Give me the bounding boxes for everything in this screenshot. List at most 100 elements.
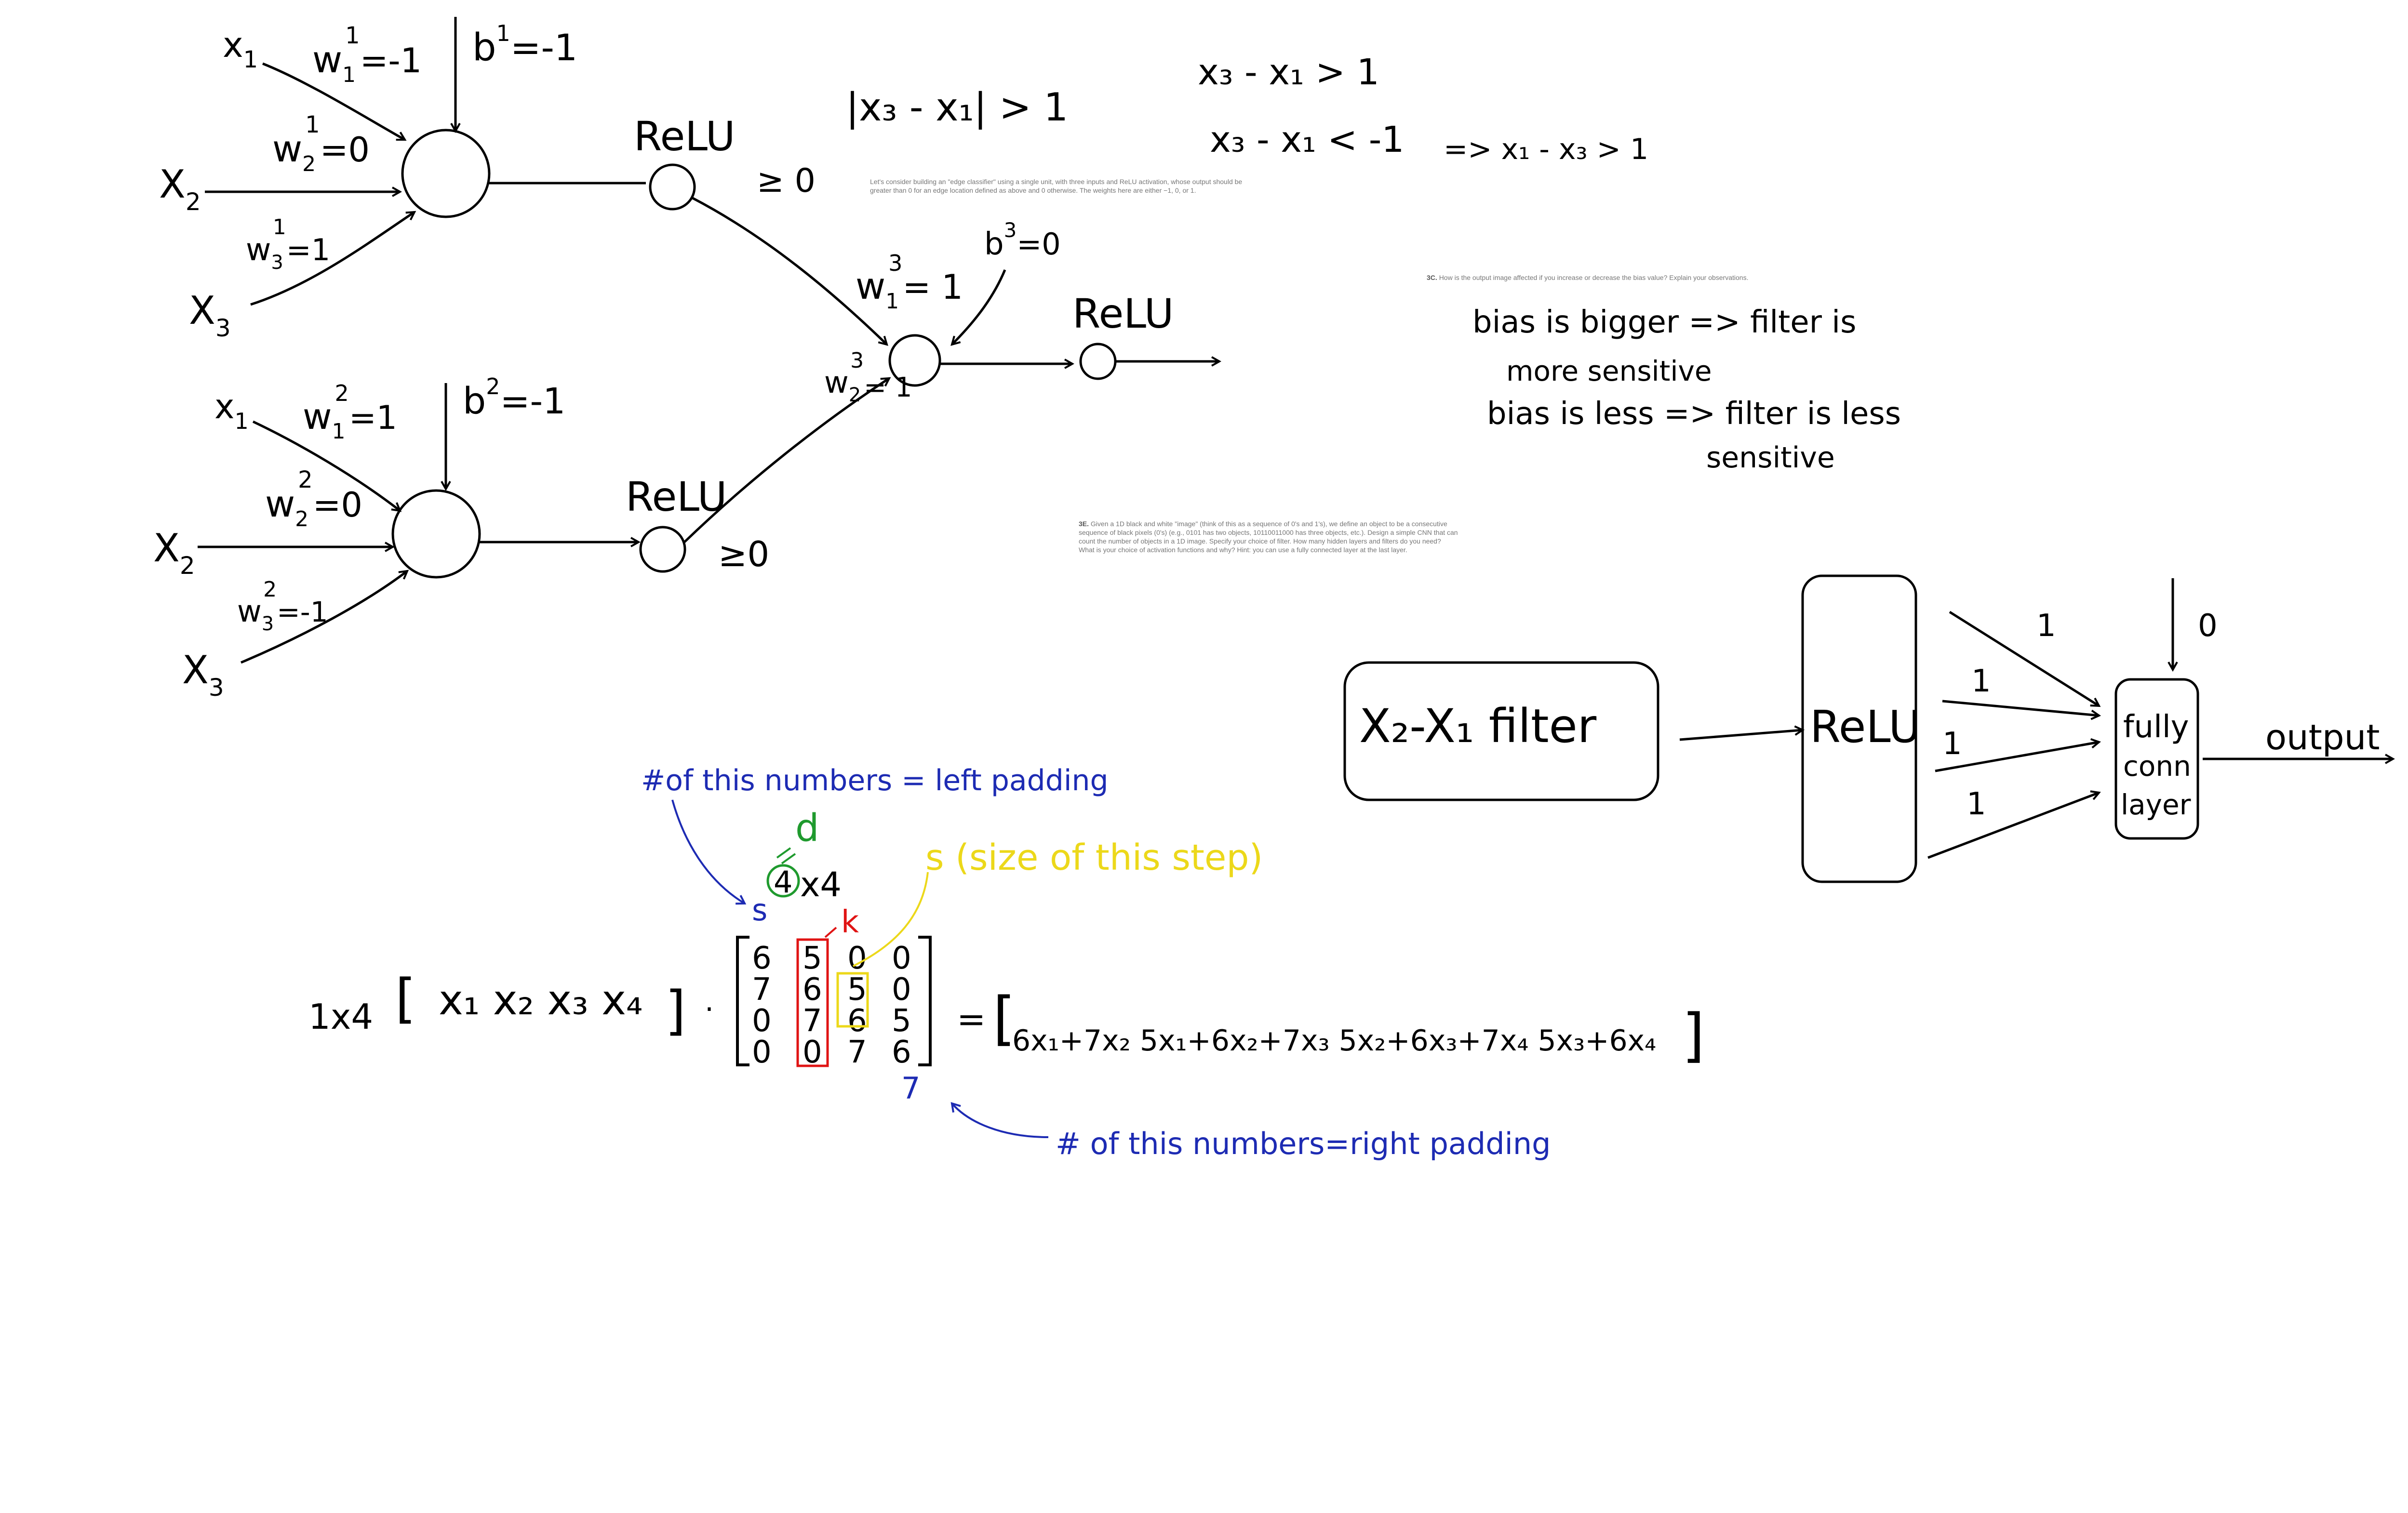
fc-weight-3: 1 bbox=[1942, 726, 1962, 762]
bias-answer-line-1: bias is bigger => filter is bbox=[1472, 305, 1856, 340]
left-padding-note: #of this numbers = left padding bbox=[641, 764, 1109, 797]
right-padding-arrow bbox=[950, 1102, 1049, 1138]
condition-abs: |x₃ - x₁| > 1 bbox=[846, 85, 1068, 130]
matrix-cell: 6 bbox=[803, 972, 822, 1008]
edge-note-line-1: Let's consider building an "edge classif… bbox=[870, 178, 1243, 186]
matrix-dim-rows: 4 bbox=[774, 864, 792, 900]
n2-input-x2: X2 bbox=[153, 526, 195, 580]
matrix-cell: 0 bbox=[892, 972, 911, 1008]
n1-to-n3-edge bbox=[691, 196, 887, 345]
condition-2: x₃ - x₁ < -1 bbox=[1210, 119, 1405, 160]
n2-edge-x1 bbox=[252, 420, 400, 511]
fc-label-line-2: conn bbox=[2123, 750, 2191, 783]
step-highlight-box bbox=[836, 972, 869, 1028]
step-size-arrow bbox=[853, 872, 929, 967]
n2-relu-range: ≥0 bbox=[718, 534, 769, 574]
filter-to-relu-edge bbox=[1679, 730, 1803, 741]
filter-box bbox=[1343, 661, 1659, 801]
matrix-cell: 6 bbox=[752, 941, 772, 976]
n1-edge-x3 bbox=[250, 212, 415, 306]
n2-to-n3-edge bbox=[683, 378, 889, 543]
n1-input-x1: x1 bbox=[223, 25, 258, 73]
n3-bias-label: b3=0 bbox=[984, 218, 1061, 262]
matrix-cell: 0 bbox=[847, 941, 867, 976]
matrix-cell: 7 bbox=[803, 1003, 822, 1039]
lhs-dimension: 1x4 bbox=[308, 996, 373, 1037]
equals-sign: = bbox=[957, 999, 986, 1039]
n1-edge-x1 bbox=[262, 62, 405, 141]
cnn-design: X₂-X₁ filter ReLU 1 1 1 1 0 fully conn l… bbox=[1343, 574, 2393, 883]
result-right-bracket: ] bbox=[1682, 1002, 1705, 1069]
matrix-cell: 0 bbox=[892, 941, 911, 976]
edge-conditions: |x₃ - x₁| > 1 x₃ - x₁ > 1 x₃ - x₁ < -1 =… bbox=[846, 52, 1648, 166]
neuron-2-group: x1 X2 X3 w12=1 w22=0 w32=-1 b2=-1 ReLU ≥… bbox=[153, 373, 889, 702]
matrix-left-bracket bbox=[736, 936, 749, 1066]
matrix-cell: 6 bbox=[847, 1003, 867, 1039]
kernel-mark bbox=[824, 927, 837, 938]
n2-edge-x3 bbox=[241, 571, 407, 664]
filter-label: X₂-X₁ filter bbox=[1359, 699, 1597, 753]
bias-answer-line-2: more sensitive bbox=[1506, 355, 1712, 387]
question-3c-label: 3C. bbox=[1427, 274, 1437, 281]
question-3e-line-1: Given a 1D black and white "image" (thin… bbox=[1090, 520, 1447, 528]
n3-relu-label: ReLU bbox=[1072, 290, 1174, 337]
fc-weight-4: 1 bbox=[1967, 786, 1986, 822]
neuron-1-group: x1 X2 X3 w11=-1 w21=0 w31=1 b1=-1 ReLU ≥… bbox=[159, 17, 887, 345]
n1-relu-label: ReLU bbox=[634, 113, 735, 160]
dot-operator: · bbox=[705, 993, 714, 1026]
bias-answer-line-4: sensitive bbox=[1706, 441, 1835, 475]
n2-bias-label: b2=-1 bbox=[463, 373, 565, 422]
n1-bias-label: b1=-1 bbox=[472, 20, 577, 69]
question-3e: 3E. Given a 1D black and white "image" (… bbox=[1079, 519, 1599, 554]
matrix-cell: 0 bbox=[803, 1035, 822, 1070]
neuron-3-group: w13= 1 w23= 1 b3=0 ReLU bbox=[824, 218, 1219, 406]
fc-edge-3 bbox=[1935, 742, 2099, 772]
matrix-equation: 1x4 [ x₁ x₂ x₃ x₄ ] · 6 5 0 0 7 6 5 0 0 … bbox=[308, 764, 1705, 1161]
green-d-label: d bbox=[795, 807, 819, 850]
fc-label-line-1: fully bbox=[2123, 709, 2189, 745]
left-padding-arrow bbox=[671, 799, 747, 905]
n1-weight-3: w31=1 bbox=[246, 215, 330, 274]
matrix-right-bracket bbox=[918, 936, 932, 1066]
matrix-cells: 6 5 0 0 7 6 5 0 0 7 6 5 0 0 7 6 bbox=[752, 941, 911, 1070]
n1-relu-circle bbox=[649, 163, 696, 211]
fc-edge-4 bbox=[1927, 793, 2099, 859]
fc-bias-label: 0 bbox=[2198, 608, 2218, 644]
n1-input-x3: X3 bbox=[189, 288, 231, 342]
condition-implies: => x₁ - x₃ > 1 bbox=[1444, 133, 1648, 166]
right-padding-note: # of this numbers=right padding bbox=[1056, 1126, 1551, 1161]
fc-weight-2: 1 bbox=[1971, 664, 1991, 699]
edge-note-line-2: greater than 0 for an edge location defi… bbox=[870, 186, 1196, 194]
condition-1: x₃ - x₁ > 1 bbox=[1198, 52, 1379, 93]
green-equals-mark-2 bbox=[781, 853, 796, 864]
question-3e-line-4: What is your choice of activation functi… bbox=[1079, 546, 1407, 554]
fc-label-line-3: layer bbox=[2121, 788, 2191, 821]
n2-neuron-circle bbox=[391, 489, 481, 579]
step-size-note: s (size of this step) bbox=[925, 837, 1263, 878]
vector-left-bracket: [ bbox=[395, 968, 416, 1029]
relu-layer-label: ReLU bbox=[1810, 701, 1921, 753]
bias-answer: bias is bigger => filter is more sensiti… bbox=[1472, 305, 1901, 475]
n2-relu-label: ReLU bbox=[626, 473, 727, 520]
question-3c: 3C. How is the output image affected if … bbox=[1427, 273, 1909, 282]
fc-layer-box bbox=[2114, 678, 2199, 840]
vector-right-bracket: ] bbox=[665, 980, 686, 1041]
n2-weight-1: w12=1 bbox=[303, 380, 397, 444]
n1-input-x2: X2 bbox=[159, 162, 201, 216]
matrix-cell: 7 bbox=[847, 1035, 867, 1070]
n3-weight-1: w13= 1 bbox=[856, 250, 963, 314]
n2-weight-3: w32=-1 bbox=[237, 577, 328, 635]
bias-answer-line-3: bias is less => filter is less bbox=[1487, 396, 1901, 432]
matrix-cell: 5 bbox=[847, 972, 867, 1008]
matrix-cell: 5 bbox=[892, 1003, 911, 1039]
n1-relu-range: ≥ 0 bbox=[757, 162, 816, 200]
n1-weight-2: w21=0 bbox=[272, 111, 370, 176]
matrix-cell: 6 bbox=[892, 1035, 911, 1070]
question-3e-line-3: count the number of objects in a 1D imag… bbox=[1079, 537, 1441, 545]
question-3c-text: How is the output image affected if you … bbox=[1439, 274, 1749, 281]
n2-input-x3: X3 bbox=[182, 648, 224, 702]
result-vector: 6x₁+7x₂ 5x₁+6x₂+7x₃ 5x₂+6x₃+7x₄ 5x₃+6x₄ bbox=[1012, 1024, 1656, 1058]
n3-relu-circle bbox=[1079, 343, 1117, 380]
result-left-bracket: [ bbox=[993, 985, 1016, 1052]
